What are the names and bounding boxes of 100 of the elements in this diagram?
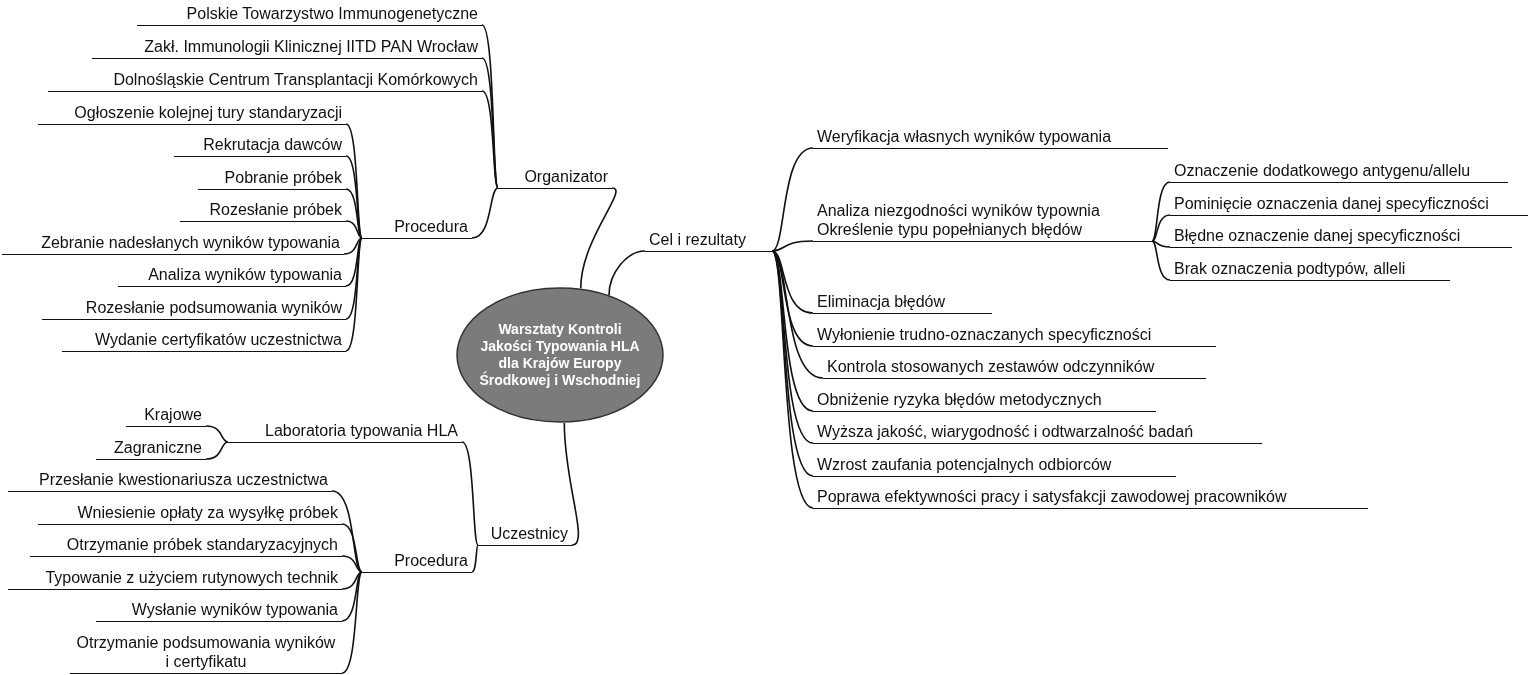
branch-line bbox=[771, 250, 814, 314]
topic-text: Błędne oznaczenie danej specyficzności bbox=[1174, 226, 1461, 245]
branch-line bbox=[341, 523, 363, 573]
underlined-topic bbox=[8, 470, 332, 492]
branch-line bbox=[1151, 240, 1171, 248]
underlined-topic bbox=[137, 4, 482, 26]
topic-text: Ogłoszenie kolejnej tury standaryzacji bbox=[74, 103, 342, 122]
underlined-topic bbox=[42, 298, 346, 320]
underlined-topic bbox=[362, 217, 472, 239]
topic-text: Analiza niezgodności wyników typownia bbox=[817, 201, 1100, 220]
underlined-topic bbox=[126, 405, 206, 427]
topic-text: Laboratoria typowania HLA bbox=[265, 421, 458, 440]
underlined-topic bbox=[813, 422, 1262, 444]
topic-text: Wzrost zaufania potencjalnych odbiorców bbox=[817, 455, 1112, 474]
underlined-topic bbox=[813, 201, 1152, 242]
branch-line bbox=[205, 425, 229, 443]
topic-text: Wyższa jakość, wiarygodność i odtwarzalność badań bbox=[817, 422, 1194, 441]
underlined-topic bbox=[118, 265, 346, 287]
branch-line bbox=[1151, 240, 1171, 281]
branch-line bbox=[461, 441, 479, 546]
topic-text: Otrzymanie próbek standaryzacyjnych bbox=[66, 535, 338, 554]
topic-text: Poprawa efektywności pracy i satysfakcji zawodowej pracowników bbox=[817, 487, 1287, 506]
topic-text: Otrzymanie podsumowania wyników i certyfikatu bbox=[75, 633, 337, 671]
branch-line bbox=[608, 250, 646, 296]
topic-text: Określenie typu popełnianych błędów bbox=[817, 220, 1083, 239]
underlined-topic bbox=[1170, 161, 1508, 183]
topic-text: Obniżenie ryzyka błędów metodycznych bbox=[817, 390, 1102, 409]
topic-text: Pominięcie oznaczenia danej specyficzności bbox=[1174, 194, 1489, 213]
topic-text: Cel i rezultaty bbox=[649, 230, 746, 249]
branch-line bbox=[345, 188, 363, 239]
underlined-topic bbox=[30, 535, 342, 557]
underlined-topic bbox=[1170, 259, 1450, 281]
underlined-topic bbox=[813, 292, 992, 314]
underlined-topic bbox=[38, 503, 342, 525]
underlined-topic bbox=[48, 70, 482, 92]
underlined-topic bbox=[62, 330, 346, 352]
underlined-topic bbox=[174, 135, 346, 157]
topic-text: Zebranie nadesłanych wyników typowania bbox=[41, 233, 340, 252]
topic-text: Przesłanie kwestionariusza uczestnictwa bbox=[39, 470, 328, 489]
underlined-topic bbox=[813, 325, 1216, 347]
topic-text: Kontrola stosowanych zestawów odczynników bbox=[827, 357, 1155, 376]
branch-line bbox=[345, 220, 363, 239]
underlined-topic bbox=[823, 357, 1206, 379]
topic-text: Procedura bbox=[394, 217, 468, 236]
branch-line bbox=[343, 237, 363, 255]
branch-line bbox=[1151, 181, 1171, 242]
underlined-topic bbox=[198, 168, 346, 190]
topic-text: Wyłonienie trudno-oznaczanych specyficzności bbox=[817, 325, 1152, 344]
underlined-topic bbox=[1170, 226, 1512, 248]
topic-text: Eliminacja błędów bbox=[817, 292, 946, 311]
topic-text: Brak oznaczenia podtypów, alleli bbox=[1174, 259, 1406, 278]
branch-line bbox=[341, 555, 363, 573]
topic-text: Weryfikacja własnych wyników typowania bbox=[817, 127, 1112, 146]
topic-text: Zakł. Immunologii Klinicznej IITD PAN Wrocław bbox=[144, 37, 478, 56]
topic-text: Wniesienie opłaty za wysyłkę próbek bbox=[77, 503, 338, 522]
branch-line bbox=[345, 237, 363, 320]
underlined-topic bbox=[96, 438, 206, 460]
underlined-topic bbox=[180, 200, 346, 222]
topic-text: Rozesłanie próbek bbox=[209, 200, 342, 219]
central-title: Warsztaty Kontroli Jakości Typowania HLA dla Krajów Europy Środkowej i Wschodniej bbox=[478, 321, 642, 389]
topic-text: Uczestnicy bbox=[490, 524, 568, 543]
branch-line bbox=[341, 571, 363, 622]
topic-text: Polskie Towarzystwo Immunogenetyczne bbox=[186, 4, 478, 23]
underlined-topic bbox=[362, 551, 472, 573]
topic-text: Typowanie z użyciem rutynowych technik bbox=[45, 568, 338, 587]
topic-text: Procedura bbox=[394, 551, 468, 570]
branch-line bbox=[471, 544, 479, 573]
topic-text: Wydanie certyfikatów uczestnictwa bbox=[94, 330, 342, 349]
underlined-topic bbox=[498, 167, 612, 189]
topic-text: Oznaczenie dodatkowego antygenu/allelu bbox=[1174, 161, 1471, 180]
topic-text: Organizator bbox=[524, 167, 608, 186]
underlined-topic bbox=[813, 390, 1156, 412]
branch-line bbox=[345, 237, 363, 352]
branch-line bbox=[771, 147, 814, 252]
branch-line bbox=[481, 90, 499, 189]
underlined-topic bbox=[2, 233, 344, 255]
underlined-topic bbox=[228, 421, 462, 443]
branch-line bbox=[341, 571, 363, 674]
branch-line bbox=[771, 250, 824, 379]
topic-text: Krajowe bbox=[144, 405, 202, 424]
underlined-topic bbox=[1170, 194, 1528, 216]
branch-line bbox=[563, 422, 580, 546]
branch-line bbox=[1151, 214, 1171, 242]
topic-text: Analiza wyników typowania bbox=[148, 265, 342, 284]
underlined-topic bbox=[92, 37, 482, 59]
branch-line bbox=[345, 237, 363, 287]
topic-text: Pobranie próbek bbox=[224, 168, 342, 187]
topic-text: Wysłanie wyników typowania bbox=[131, 600, 338, 619]
underlined-topic bbox=[478, 524, 572, 546]
underlined-topic bbox=[38, 103, 346, 125]
branch-line bbox=[471, 187, 499, 239]
underlined-topic bbox=[8, 568, 342, 590]
underlined-topic bbox=[813, 487, 1368, 509]
branch-line bbox=[579, 187, 617, 290]
underlined-topic bbox=[813, 127, 1168, 149]
topic-text: Dolnośląskie Centrum Transplantacji Komórkowych bbox=[113, 70, 478, 89]
topic-text: Rozesłanie podsumowania wyników bbox=[85, 298, 342, 317]
branch-line bbox=[345, 155, 363, 239]
underlined-topic bbox=[813, 455, 1176, 477]
branch-line bbox=[205, 441, 229, 460]
